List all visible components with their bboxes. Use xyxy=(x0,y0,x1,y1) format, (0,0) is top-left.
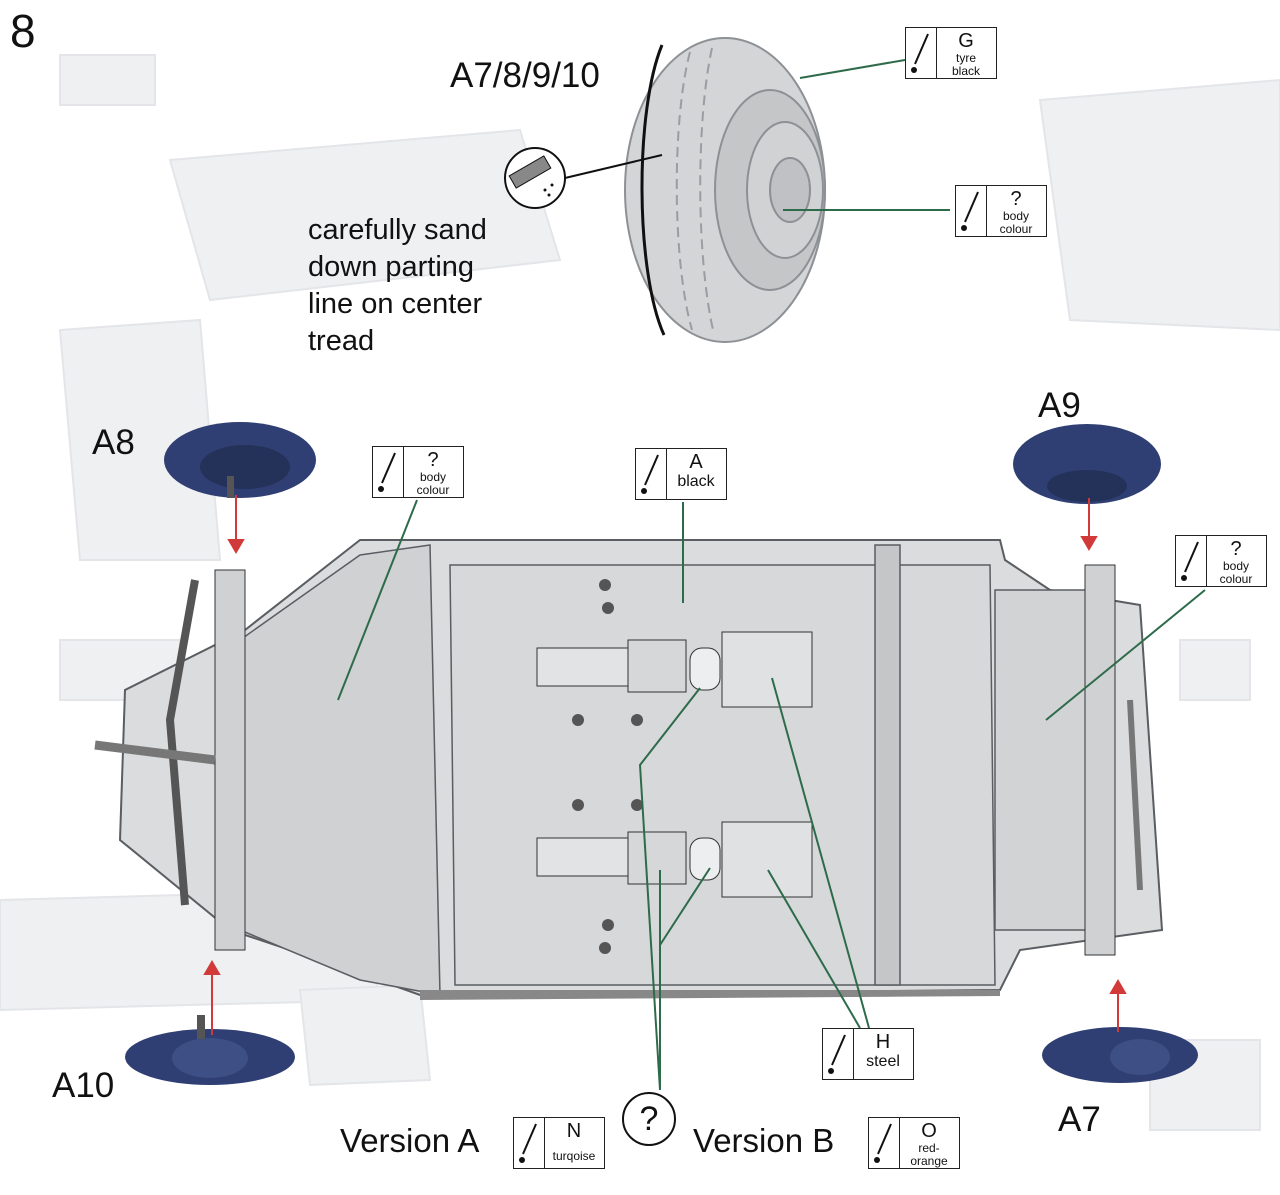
paint-code: A xyxy=(689,451,703,473)
paint-code: N xyxy=(566,1120,582,1142)
paint-name: colour xyxy=(1219,572,1253,586)
paint-name: orange xyxy=(910,1154,948,1168)
paint-name: body xyxy=(1002,209,1030,223)
wheel-a10 xyxy=(125,1015,295,1085)
wheel-a7 xyxy=(1042,1027,1198,1083)
version-marker-circle: ? xyxy=(622,1092,676,1146)
paint-code: ? xyxy=(427,449,439,471)
paint-callout-body-left: ? body colour xyxy=(372,446,464,498)
step-number: 8 xyxy=(10,5,36,57)
paint-name: body xyxy=(419,470,447,484)
label-a10: A10 xyxy=(52,1066,115,1105)
paint-callout-hub: ? body colour xyxy=(955,185,1047,237)
sanding-instruction-line: line on center xyxy=(308,288,483,320)
paint-callout-floor: A black xyxy=(635,448,727,500)
sanding-instruction-line: down parting xyxy=(308,251,475,283)
paintbrush-icon xyxy=(869,1118,900,1168)
sanding-instruction-line: carefully sand xyxy=(308,214,487,246)
paint-name: steel xyxy=(866,1053,900,1070)
paint-code: ? xyxy=(1010,188,1022,210)
paintbrush-icon xyxy=(906,28,937,78)
paintbrush-icon xyxy=(1176,536,1207,586)
paint-name: colour xyxy=(416,483,450,497)
wheel-a8 xyxy=(164,422,316,498)
wheel-a9 xyxy=(1013,424,1161,504)
paint-callout-version-a: N turqoise xyxy=(513,1117,605,1169)
paint-name: red- xyxy=(918,1141,940,1155)
paint-code: ? xyxy=(1230,538,1242,560)
paintbrush-icon xyxy=(823,1029,854,1079)
callout-lines xyxy=(337,59,1206,1091)
paint-name: black xyxy=(677,473,715,490)
version-a-label: Version A xyxy=(340,1122,480,1159)
paint-name: body xyxy=(1222,559,1250,573)
paint-name: black xyxy=(951,64,980,78)
sanding-icon xyxy=(504,147,566,209)
version-b-label: Version B xyxy=(693,1122,835,1159)
label-a7: A7 xyxy=(1058,1100,1101,1139)
paintbrush-icon xyxy=(636,449,667,499)
paint-code: O xyxy=(921,1120,937,1142)
detail-wheel xyxy=(624,37,826,343)
chassis xyxy=(94,539,1164,1000)
paint-name: colour xyxy=(999,222,1033,236)
paint-callout-steel: H steel xyxy=(822,1028,914,1080)
paint-callout-version-b: O red- orange xyxy=(868,1117,960,1169)
paintbrush-icon xyxy=(514,1118,545,1168)
paint-code: G xyxy=(958,30,974,52)
paintbrush-icon xyxy=(956,186,987,236)
label-wheel-parts: A7/8/9/10 xyxy=(450,56,600,95)
paint-callout-body-right: ? body colour xyxy=(1175,535,1267,587)
label-a8: A8 xyxy=(92,423,135,462)
paint-name: turqoise xyxy=(552,1149,596,1163)
paint-callout-tyre: G tyre black xyxy=(905,27,997,79)
assembly-arrows xyxy=(203,495,1127,1035)
paintbrush-icon xyxy=(373,447,404,497)
sanding-instruction: carefully sand down parting line on cent… xyxy=(308,212,487,360)
paint-name: tyre xyxy=(955,51,976,65)
sanding-instruction-line: tread xyxy=(308,325,375,357)
label-a9: A9 xyxy=(1038,386,1081,425)
paint-code: H xyxy=(875,1031,891,1053)
